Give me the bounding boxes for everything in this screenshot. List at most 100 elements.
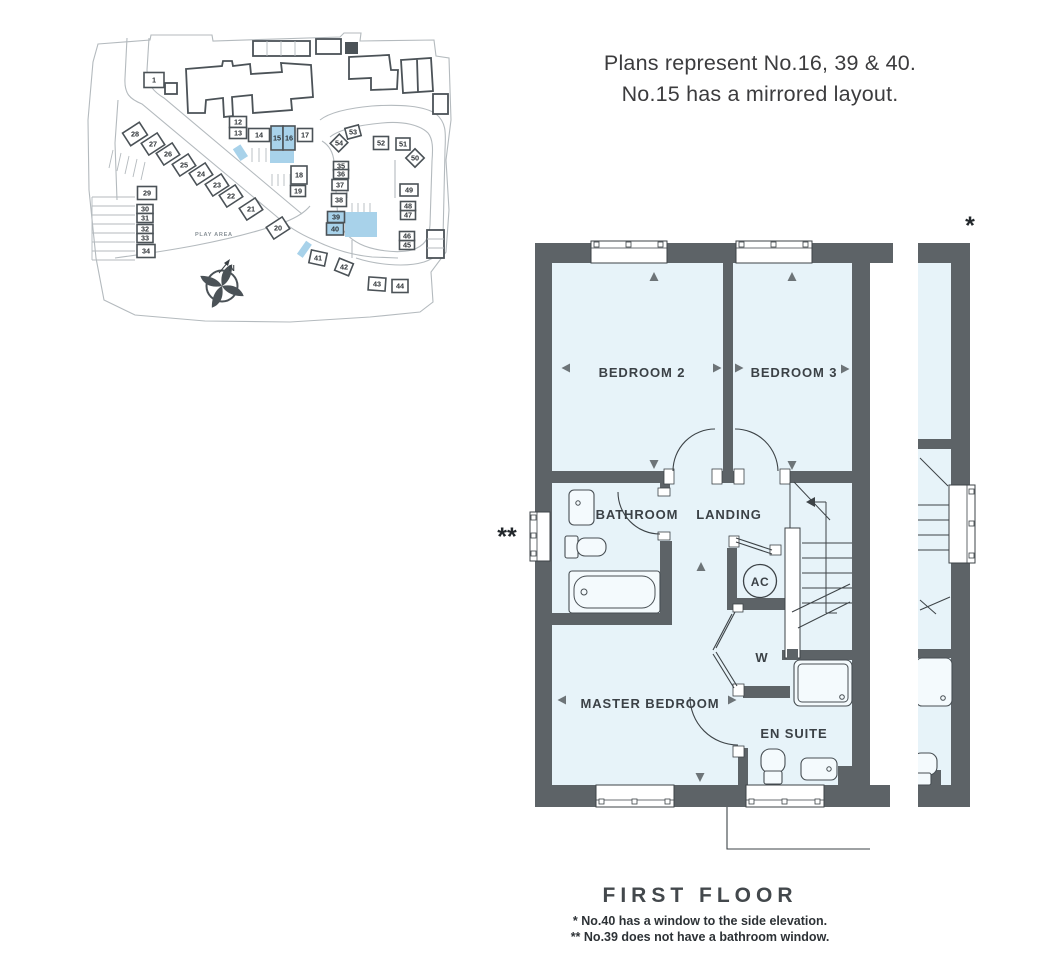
bathtub-icon bbox=[568, 570, 661, 614]
room-label-landing: LANDING bbox=[696, 507, 762, 522]
window-neighbour-side bbox=[948, 484, 976, 564]
svg-text:40: 40 bbox=[331, 225, 339, 234]
svg-text:15: 15 bbox=[273, 134, 281, 143]
site-plot-33: 33 bbox=[136, 232, 154, 244]
svg-text:30: 30 bbox=[141, 205, 149, 214]
room-label-bathroom: BATHROOM bbox=[596, 507, 679, 522]
site-plot-49: 49 bbox=[399, 183, 419, 197]
site-plot-34: 34 bbox=[136, 243, 156, 259]
door-bathroom bbox=[617, 491, 661, 535]
ensuite-shower-icon bbox=[793, 659, 853, 707]
site-buildings bbox=[164, 38, 449, 259]
neighbour-toilet-icon bbox=[918, 752, 938, 776]
site-plot-12: 12 bbox=[228, 115, 248, 129]
svg-text:46: 46 bbox=[403, 232, 411, 241]
room-label-master-bedroom: MASTER BEDROOM bbox=[581, 696, 720, 711]
svg-text:32: 32 bbox=[141, 225, 149, 234]
svg-text:39: 39 bbox=[332, 213, 340, 222]
doors bbox=[617, 428, 779, 746]
bathroom-toilet-icon bbox=[564, 535, 607, 559]
svg-text:44: 44 bbox=[396, 282, 405, 291]
svg-text:49: 49 bbox=[405, 186, 413, 195]
site-plot-36: 36 bbox=[332, 168, 350, 180]
site-plot-20: 20 bbox=[265, 215, 291, 241]
site-plot-41: 41 bbox=[307, 249, 329, 267]
stairs bbox=[784, 481, 852, 659]
site-plot-19: 19 bbox=[289, 184, 307, 198]
site-plot-16: 16 bbox=[282, 125, 296, 151]
ac-cupboard-circle bbox=[742, 563, 778, 599]
svg-text:25: 25 bbox=[180, 161, 188, 170]
marker-bathroom-window: ** bbox=[497, 523, 517, 551]
svg-text:42: 42 bbox=[340, 263, 348, 272]
site-plot-40: 40 bbox=[325, 222, 345, 236]
site-plot-45: 45 bbox=[398, 239, 416, 251]
site-boundary bbox=[87, 32, 452, 323]
svg-text:16: 16 bbox=[285, 134, 293, 143]
site-plot-23: 23 bbox=[204, 172, 230, 198]
svg-text:54: 54 bbox=[335, 139, 344, 148]
windows bbox=[529, 240, 825, 808]
svg-text:50: 50 bbox=[411, 154, 419, 163]
site-plot-39: 39 bbox=[326, 210, 346, 224]
svg-text:43: 43 bbox=[373, 280, 381, 289]
svg-text:22: 22 bbox=[227, 192, 235, 201]
svg-text:1: 1 bbox=[152, 76, 156, 85]
svg-text:23: 23 bbox=[213, 181, 221, 190]
svg-text:34: 34 bbox=[142, 247, 151, 256]
label-ac: AC bbox=[751, 575, 770, 589]
svg-text:13: 13 bbox=[234, 129, 242, 138]
ensuite-sink-icon bbox=[800, 757, 838, 781]
site-plot-43: 43 bbox=[367, 276, 387, 292]
floor-plan: BEDROOM 2 BEDROOM 3 BATHROOM LANDING MAS… bbox=[497, 212, 976, 850]
site-plot-47: 47 bbox=[399, 209, 417, 221]
svg-text:31: 31 bbox=[141, 214, 149, 223]
play-area-label: PLAY AREA bbox=[195, 232, 233, 238]
compass-icon: N bbox=[200, 259, 244, 308]
site-plot-50: 50 bbox=[404, 147, 426, 169]
svg-text:28: 28 bbox=[131, 130, 139, 139]
neighbour-shower-icon bbox=[918, 657, 953, 707]
svg-text:18: 18 bbox=[295, 171, 303, 180]
svg-text:51: 51 bbox=[399, 140, 407, 149]
window-master-bedroom bbox=[595, 784, 675, 808]
svg-text:24: 24 bbox=[197, 170, 206, 179]
svg-text:47: 47 bbox=[404, 211, 412, 220]
room-label-bedroom3: BEDROOM 3 bbox=[751, 365, 838, 380]
dimension-arrows bbox=[557, 272, 850, 782]
window-ensuite bbox=[745, 784, 825, 808]
parking-highlights bbox=[232, 144, 377, 258]
window-bedroom2 bbox=[590, 240, 668, 264]
footnote-side-window: * No.40 has a window to the side elevati… bbox=[572, 914, 828, 928]
svg-text:17: 17 bbox=[301, 131, 309, 140]
header-note: Plans represent No.16, 39 & 40. No.15 ha… bbox=[500, 48, 1020, 110]
leader-line bbox=[726, 807, 870, 850]
label-wardrobe: W bbox=[755, 650, 768, 665]
site-plot-28: 28 bbox=[121, 121, 149, 147]
site-plot-1: 1 bbox=[143, 71, 165, 89]
site-plot-14: 14 bbox=[247, 127, 271, 143]
svg-text:14: 14 bbox=[255, 131, 264, 140]
window-bedroom3 bbox=[735, 240, 813, 264]
svg-text:12: 12 bbox=[234, 118, 242, 127]
site-plot-13: 13 bbox=[228, 126, 248, 140]
door-wardrobe-bifold bbox=[712, 611, 738, 689]
site-plot-17: 17 bbox=[296, 127, 314, 143]
bathroom-sink-icon bbox=[568, 489, 595, 526]
svg-text:41: 41 bbox=[314, 254, 322, 263]
marker-side-window: * bbox=[965, 212, 975, 240]
door-bedroom2 bbox=[672, 428, 716, 472]
stair-up-arrow-icon bbox=[806, 497, 815, 507]
svg-text:37: 37 bbox=[336, 181, 344, 190]
site-plot-31: 31 bbox=[136, 212, 154, 224]
site-plot-32: 32 bbox=[136, 223, 154, 235]
site-plot-22: 22 bbox=[218, 183, 244, 209]
footnote-bathroom-window: ** No.39 does not have a bathroom window… bbox=[570, 930, 830, 944]
header-note-line2: No.15 has a mirrored layout. bbox=[621, 82, 899, 106]
site-plot-21: 21 bbox=[238, 196, 264, 222]
room-label-bedroom2: BEDROOM 2 bbox=[599, 365, 686, 380]
site-plot-48: 48 bbox=[399, 200, 417, 212]
window-bathroom bbox=[529, 511, 551, 562]
